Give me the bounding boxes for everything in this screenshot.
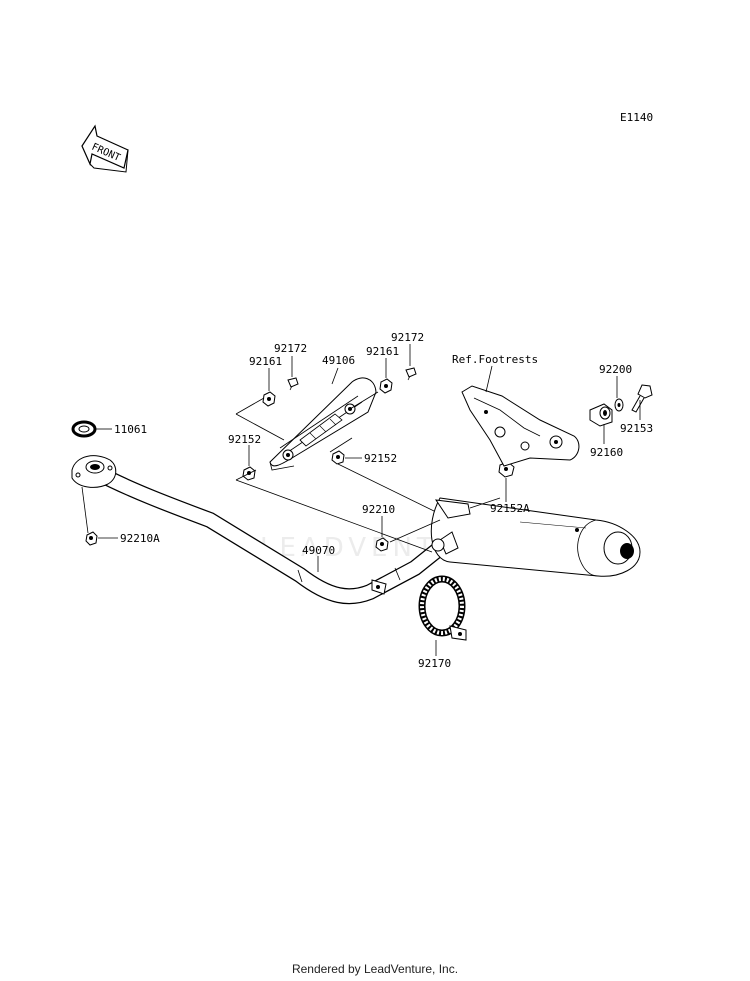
label-92161-right: 92161	[366, 345, 399, 358]
heat-shield-49106	[269, 377, 377, 471]
label-92210A: 92210A	[120, 532, 160, 545]
front-arrow-icon: FRONT	[81, 124, 129, 173]
nut-92152-right	[331, 450, 345, 465]
diagram-code: E1140	[620, 111, 653, 124]
nut-92210	[375, 537, 389, 552]
bolt-92172-left	[287, 377, 299, 391]
label-11061: 11061	[114, 423, 147, 436]
label-92153: 92153	[620, 422, 653, 435]
label-49070: 49070	[302, 544, 335, 557]
label-49106: 49106	[322, 354, 355, 367]
collar-92161-left	[262, 391, 276, 407]
exhaust-pipe-49070	[71, 455, 448, 605]
label-92152A: 92152A	[490, 502, 530, 515]
washer-92200	[614, 398, 624, 412]
footrest-bracket	[461, 385, 580, 467]
bolt-92153	[631, 384, 653, 413]
nut-92210A	[85, 531, 98, 546]
rubber-92160	[589, 403, 613, 427]
footer-credit: Rendered by LeadVenture, Inc.	[291, 962, 459, 976]
label-92161-left: 92161	[249, 355, 282, 368]
bolt-92172-right	[405, 367, 417, 381]
label-92200: 92200	[599, 363, 632, 376]
label-92170: 92170	[418, 657, 451, 670]
muffler	[430, 497, 641, 577]
label-92152-left: 92152	[228, 433, 261, 446]
clamp-92170	[418, 575, 467, 641]
collar-92161-right	[379, 378, 393, 394]
label-92160: 92160	[590, 446, 623, 459]
label-ref-footrests: Ref.Footrests	[452, 353, 538, 366]
label-92210: 92210	[362, 503, 395, 516]
label-92172-right: 92172	[391, 331, 424, 344]
label-92172-left: 92172	[274, 342, 307, 355]
label-92152-right: 92152	[364, 452, 397, 465]
gasket-11061	[71, 420, 97, 438]
